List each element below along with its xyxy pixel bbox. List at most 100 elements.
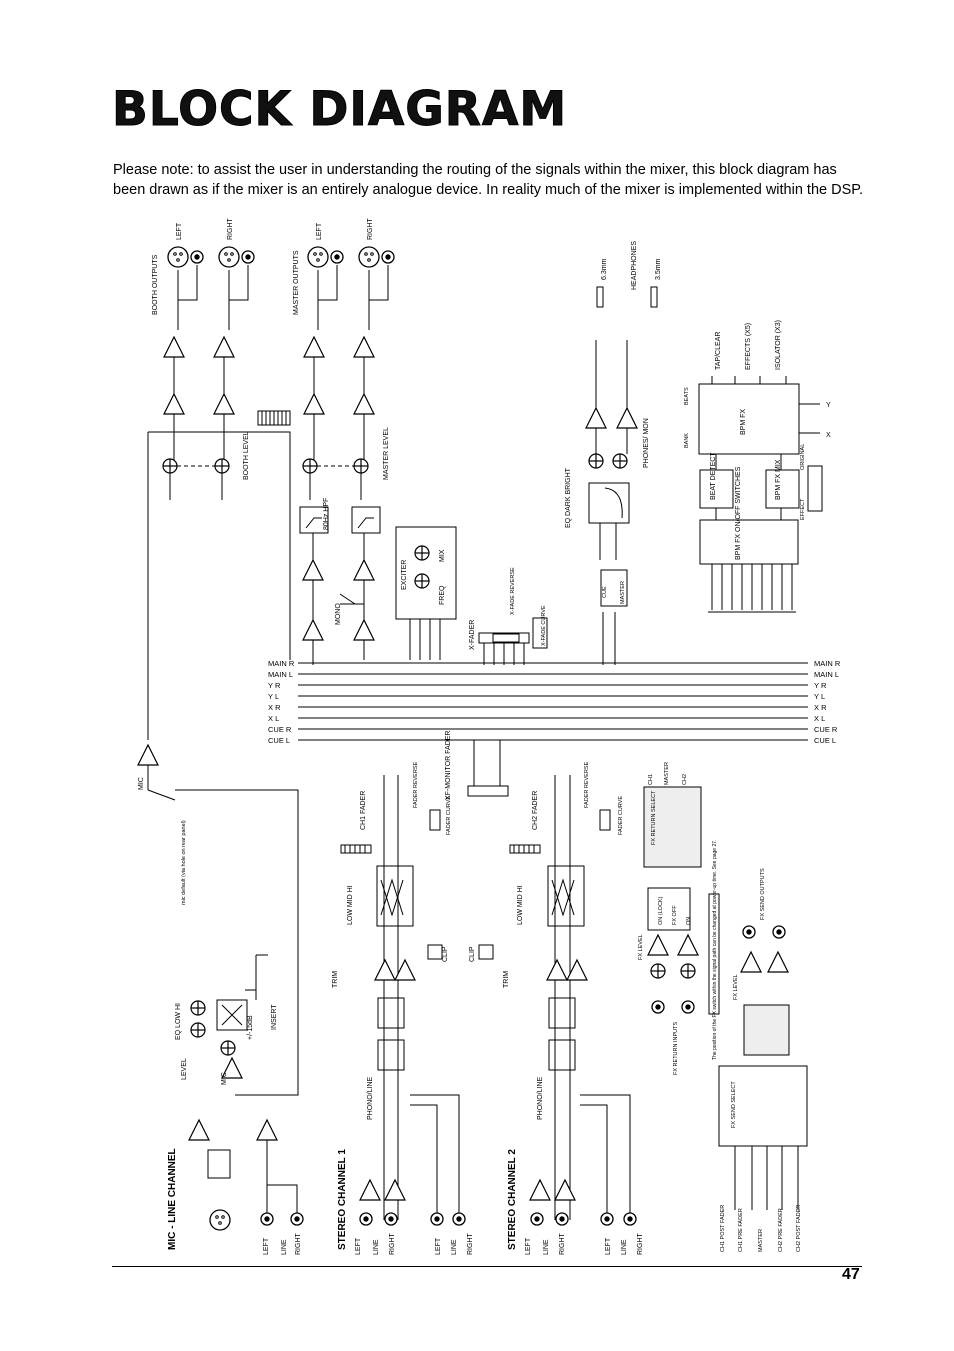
svg-text:CH2: CH2 bbox=[682, 774, 688, 785]
svg-text:EXCITER: EXCITER bbox=[401, 560, 408, 590]
svg-text:CH2 FADER: CH2 FADER bbox=[532, 791, 539, 830]
svg-text:CH1 FADER: CH1 FADER bbox=[360, 791, 367, 830]
svg-text:LINE: LINE bbox=[543, 1239, 550, 1255]
svg-text:XF-MONITOR FADER: XF-MONITOR FADER bbox=[445, 731, 452, 800]
svg-text:FX RETURN SELECT: FX RETURN SELECT bbox=[651, 790, 657, 845]
booth-right-xlr bbox=[218, 246, 240, 268]
svg-text:MASTER: MASTER bbox=[758, 1229, 764, 1252]
svg-text:80Hz HPF: 80Hz HPF bbox=[323, 498, 330, 530]
master-right-xlr bbox=[358, 246, 380, 268]
svg-text:CLIP: CLIP bbox=[469, 946, 476, 962]
svg-text:HEADPHONES: HEADPHONES bbox=[631, 241, 638, 290]
svg-text:MIC: MIC bbox=[221, 1072, 228, 1085]
svg-text:FREQ: FREQ bbox=[439, 585, 446, 605]
svg-text:BOOTH LEVEL: BOOTH LEVEL bbox=[243, 431, 250, 480]
svg-text:LOW MID HI: LOW MID HI bbox=[517, 885, 524, 925]
svg-text:CH2 POST FADER: CH2 POST FADER bbox=[796, 1205, 802, 1252]
svg-text:TRIM: TRIM bbox=[503, 971, 510, 988]
svg-text:RIGHT: RIGHT bbox=[389, 1233, 396, 1256]
svg-text:MAIN L: MAIN L bbox=[814, 670, 839, 679]
svg-text:Y L: Y L bbox=[268, 692, 279, 701]
svg-text:CUE R: CUE R bbox=[814, 725, 838, 734]
svg-text:+/-15dB: +/-15dB bbox=[247, 1015, 254, 1040]
svg-text:The position of the FX switch: The position of the FX switch within the… bbox=[712, 840, 718, 1060]
svg-text:TAP/CLEAR: TAP/CLEAR bbox=[715, 332, 722, 370]
svg-text:RIGHT: RIGHT bbox=[467, 1233, 474, 1256]
svg-text:LEFT: LEFT bbox=[176, 222, 183, 240]
svg-text:FX SEND OUTPUTS: FX SEND OUTPUTS bbox=[760, 868, 766, 920]
svg-text:FADER CURVE: FADER CURVE bbox=[618, 796, 624, 835]
svg-text:Y L: Y L bbox=[814, 692, 825, 701]
svg-text:BPM FX MIX: BPM FX MIX bbox=[775, 459, 782, 500]
svg-text:EFFECT: EFFECT bbox=[800, 498, 806, 520]
svg-text:FX RETURN INPUTS: FX RETURN INPUTS bbox=[673, 1022, 679, 1076]
svg-text:TRIM: TRIM bbox=[332, 971, 339, 988]
svg-text:PHONO/LINE: PHONO/LINE bbox=[537, 1076, 544, 1120]
svg-text:BANK: BANK bbox=[684, 433, 690, 448]
svg-text:LOW MID HI: LOW MID HI bbox=[347, 885, 354, 925]
svg-text:6.3mm: 6.3mm bbox=[601, 258, 608, 280]
svg-text:FADER REVERSE: FADER REVERSE bbox=[584, 762, 590, 808]
svg-text:LINE: LINE bbox=[373, 1239, 380, 1255]
svg-text:LEFT: LEFT bbox=[435, 1237, 442, 1255]
svg-text:X R: X R bbox=[814, 703, 827, 712]
label-master-outputs: MASTER OUTPUTS bbox=[293, 250, 300, 315]
label-mic-line-channel: MIC - LINE CHANNEL bbox=[167, 1148, 178, 1250]
svg-text:LEFT: LEFT bbox=[525, 1237, 532, 1255]
svg-text:FADER REVERSE: FADER REVERSE bbox=[413, 762, 419, 808]
svg-text:CH1 PRE FADER: CH1 PRE FADER bbox=[738, 1208, 744, 1252]
intro-note: Please note: to assist the user in under… bbox=[113, 162, 864, 198]
svg-text:ON (LOCK): ON (LOCK) bbox=[658, 896, 664, 925]
svg-text:CH1: CH1 bbox=[648, 774, 654, 785]
svg-text:CH1 POST FADER: CH1 POST FADER bbox=[720, 1205, 726, 1252]
svg-text:X: X bbox=[826, 432, 831, 439]
svg-text:EQ DARK BRIGHT: EQ DARK BRIGHT bbox=[565, 467, 572, 528]
svg-text:CH2 PRE FADER: CH2 PRE FADER bbox=[778, 1208, 784, 1252]
svg-text:RIGHT: RIGHT bbox=[559, 1233, 566, 1256]
svg-text:RIGHT: RIGHT bbox=[227, 218, 234, 241]
svg-text:MONO: MONO bbox=[335, 603, 342, 625]
svg-text:X L: X L bbox=[814, 714, 825, 723]
svg-text:FX LEVEL: FX LEVEL bbox=[638, 934, 644, 960]
svg-text:LEVEL: LEVEL bbox=[181, 1058, 188, 1080]
svg-text:RIGHT: RIGHT bbox=[367, 218, 374, 241]
svg-text:MASTER: MASTER bbox=[620, 581, 626, 604]
bus-label-left: MAIN R bbox=[268, 659, 295, 668]
bus-label-right: MAIN R bbox=[814, 659, 841, 668]
svg-text:PHONO/LINE: PHONO/LINE bbox=[367, 1076, 374, 1120]
svg-text:BPM FX: BPM FX bbox=[740, 409, 747, 435]
footer-rule bbox=[112, 1266, 862, 1267]
svg-text:BEATS: BEATS bbox=[684, 387, 690, 405]
svg-text:LINE: LINE bbox=[281, 1239, 288, 1255]
svg-text:Y: Y bbox=[826, 402, 831, 409]
svg-text:LINE: LINE bbox=[451, 1239, 458, 1255]
label-stereo-channel-1: STEREO CHANNEL 1 bbox=[337, 1149, 348, 1250]
svg-text:RIGHT: RIGHT bbox=[295, 1233, 302, 1256]
svg-text:MAIN L: MAIN L bbox=[268, 670, 293, 679]
svg-text:CUE: CUE bbox=[602, 586, 608, 598]
svg-text:CUE L: CUE L bbox=[268, 736, 290, 745]
svg-text:CLIP: CLIP bbox=[442, 946, 449, 962]
svg-text:PHONES/ MON: PHONES/ MON bbox=[643, 418, 650, 468]
svg-text:X-FADE REVERSE: X-FADE REVERSE bbox=[510, 567, 516, 615]
svg-text:MIX: MIX bbox=[439, 549, 446, 562]
svg-text:FX SEND SELECT: FX SEND SELECT bbox=[731, 1081, 737, 1128]
svg-text:FX LEVEL: FX LEVEL bbox=[733, 974, 739, 1000]
svg-text:3.5mm: 3.5mm bbox=[655, 258, 662, 280]
svg-text:EQ LOW HI: EQ LOW HI bbox=[175, 1003, 182, 1040]
svg-text:Y R: Y R bbox=[268, 681, 281, 690]
svg-text:BPM FX ON/OFF SWITCHES: BPM FX ON/OFF SWITCHES bbox=[735, 466, 742, 560]
svg-text:X R: X R bbox=[268, 703, 281, 712]
svg-text:CUE L: CUE L bbox=[814, 736, 836, 745]
page-title: BLOCK DIAGRAM bbox=[111, 82, 568, 138]
svg-text:LEFT: LEFT bbox=[355, 1237, 362, 1255]
svg-text:MASTER LEVEL: MASTER LEVEL bbox=[383, 427, 390, 480]
svg-text:mic default (via hole on rear: mic default (via hole on rear panel) bbox=[181, 820, 187, 905]
svg-text:MIC: MIC bbox=[138, 777, 145, 790]
svg-text:RIGHT: RIGHT bbox=[637, 1233, 644, 1256]
svg-text:ON: ON bbox=[686, 917, 692, 925]
page-number: 47 bbox=[842, 1266, 860, 1283]
label-stereo-channel-2: STEREO CHANNEL 2 bbox=[507, 1149, 518, 1250]
svg-text:INSERT: INSERT bbox=[271, 1004, 278, 1030]
